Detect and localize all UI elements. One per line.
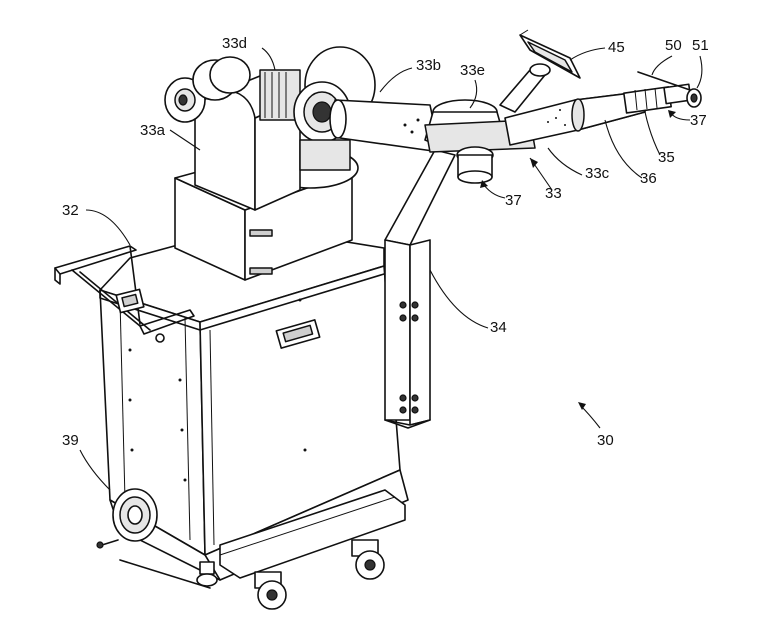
label-51: 51 [692, 37, 709, 54]
label-33: 33 [545, 185, 562, 202]
reference-labels: 33d 33b 33e 45 50 51 33a 37 35 33c 36 33… [62, 35, 709, 449]
foot-step [219, 489, 406, 579]
label-33c: 33c [585, 165, 610, 182]
caster-rear-left [196, 561, 218, 587]
label-33b: 33b [416, 57, 441, 74]
push-handle [54, 245, 195, 343]
caster-wheels [119, 539, 385, 610]
label-33a: 33a [140, 122, 166, 139]
label-37-center: 37 [505, 192, 522, 209]
hand-wheel [96, 488, 158, 549]
display-assembly [499, 29, 581, 113]
wrist-tool [623, 71, 702, 114]
caster-front-right [351, 539, 385, 580]
elbow-joint [424, 99, 536, 184]
label-30: 30 [597, 432, 614, 449]
label-45: 45 [608, 39, 625, 56]
label-35: 35 [658, 149, 675, 166]
label-33d: 33d [222, 35, 247, 52]
label-33e: 33e [460, 62, 485, 79]
upper-arm [329, 99, 441, 153]
label-34: 34 [490, 319, 507, 336]
caster-front-left [254, 571, 287, 610]
label-50: 50 [665, 37, 682, 54]
support-arm-bolts [399, 301, 419, 414]
label-37-right: 37 [690, 112, 707, 129]
shoulder-motors [164, 56, 301, 123]
label-32: 32 [62, 202, 79, 219]
rivets [128, 298, 307, 482]
support-arm [384, 149, 456, 429]
leader-lines [79, 47, 703, 491]
label-36: 36 [640, 170, 657, 187]
label-39: 39 [62, 432, 79, 449]
